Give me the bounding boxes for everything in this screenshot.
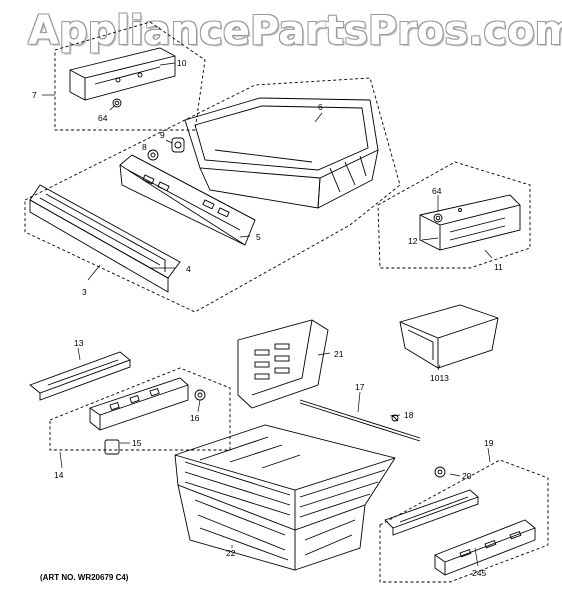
callout-20: 20	[462, 471, 472, 481]
callout-21: 21	[334, 349, 344, 359]
bracket-part-11	[419, 194, 521, 251]
rod-part-17	[299, 399, 421, 442]
callout-64-top: 64	[98, 113, 108, 123]
drawer-frame-part-5	[119, 154, 256, 246]
callout-3: 3	[82, 287, 87, 297]
divider-part-21	[237, 319, 329, 409]
watermark-logo: AppliancePartsPros.com	[28, 8, 562, 54]
callout-22: 22	[226, 548, 236, 558]
group-19-outline	[379, 459, 549, 583]
callout-4: 4	[186, 264, 191, 274]
basket-part-22	[174, 424, 396, 571]
callout-8: 8	[142, 142, 147, 152]
callout-16: 16	[190, 413, 200, 423]
screw-part-64-right	[433, 213, 443, 223]
art-number: (ART NO. WR20679 C4)	[40, 573, 129, 582]
slide-assembly-part-14	[89, 377, 189, 431]
slide-part-19	[384, 489, 479, 536]
callout-6: 6	[318, 102, 323, 112]
cap-part-15	[104, 439, 120, 455]
leader-lines	[42, 62, 493, 567]
clip-part-8	[147, 149, 159, 161]
rail-part-13	[29, 351, 131, 401]
roller-part-9	[171, 137, 185, 153]
callout-7: 7	[32, 90, 37, 100]
callout-245: 245	[472, 568, 486, 578]
screw-part-64-top	[112, 98, 122, 108]
callout-64-right: 64	[432, 186, 442, 196]
bracket-part-10	[69, 47, 176, 101]
callout-13: 13	[74, 338, 84, 348]
callout-12: 12	[408, 236, 418, 246]
rail-part-245	[434, 519, 536, 576]
drawer-pan-part-6	[184, 97, 379, 209]
group-3-outline	[24, 77, 401, 313]
bushing-part-16	[194, 389, 206, 401]
bushing-part-20	[434, 466, 446, 478]
callout-5: 5	[256, 232, 261, 242]
callout-9: 9	[160, 130, 165, 140]
callout-19: 19	[484, 438, 494, 448]
group-7-outline	[54, 21, 206, 131]
callout-1013: 1013	[430, 373, 449, 383]
callout-14: 14	[54, 470, 64, 480]
drawer-front-part-4	[29, 184, 181, 293]
callout-18: 18	[404, 410, 414, 420]
callout-17: 17	[355, 382, 365, 392]
callout-11: 11	[494, 262, 503, 272]
group-11-outline	[377, 161, 531, 269]
callout-15: 15	[132, 438, 142, 448]
dashed-group-outlines	[24, 21, 549, 583]
callout-labels: 10 7 64 6 9 8 5 4 3 64 12 11 13 21 1013 …	[32, 58, 503, 578]
callout-10: 10	[177, 58, 187, 68]
door-bin-part-1013	[399, 304, 499, 369]
